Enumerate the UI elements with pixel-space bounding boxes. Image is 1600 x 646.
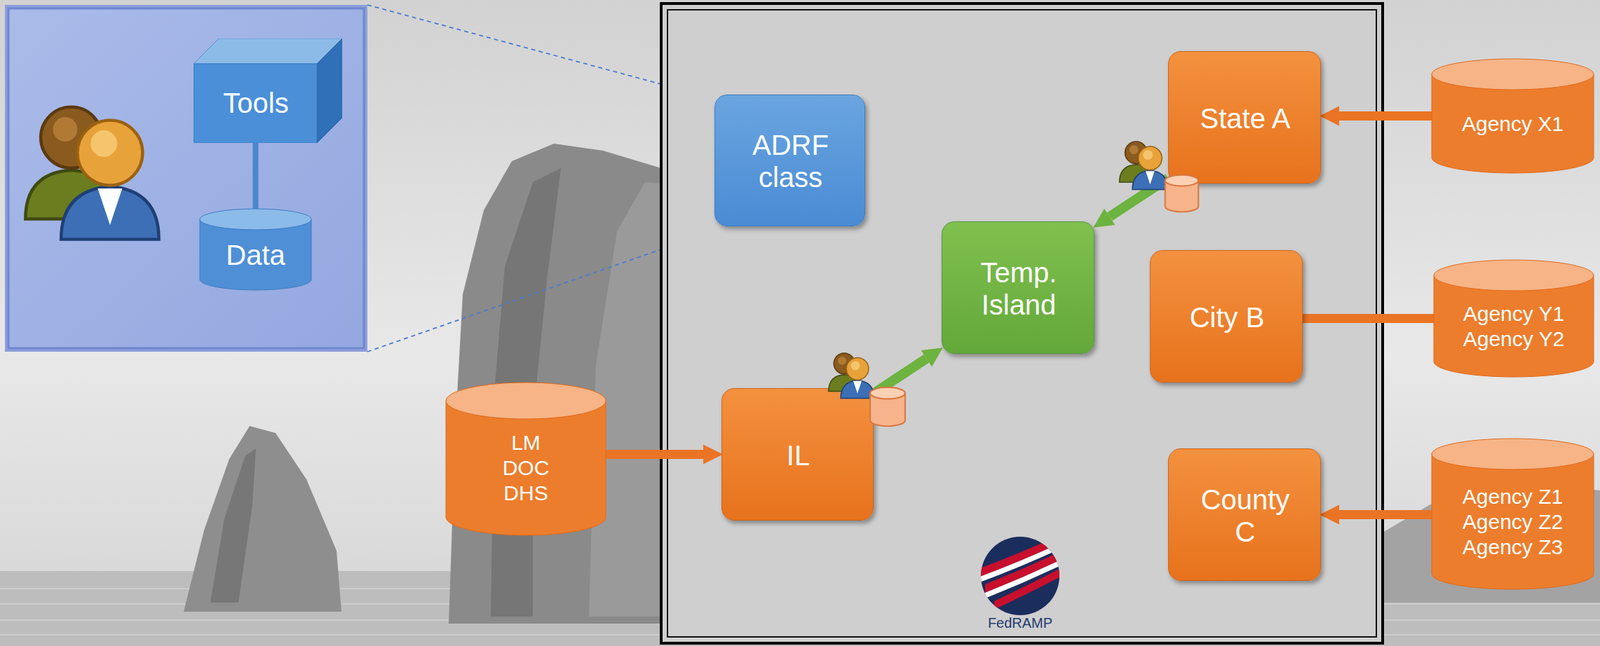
- node-label: State A: [1177, 102, 1314, 135]
- data-cylinder: Data: [199, 208, 312, 291]
- fedramp-logo: [978, 534, 1063, 610]
- node-label: LM: [452, 430, 599, 456]
- node-label: Agency Y1: [1440, 301, 1587, 327]
- node-text-group: Agency X1: [1438, 111, 1587, 137]
- fedramp-logo: [994, 567, 1063, 610]
- flow-arrow: [1339, 111, 1432, 121]
- node-text-group: IL: [730, 439, 866, 472]
- cylinder-body: [445, 401, 606, 536]
- flow-arrow: [873, 358, 927, 395]
- flow-arrow: [1339, 510, 1432, 520]
- zoom-panel: [4, 4, 368, 352]
- federal-database: LMDOCDHS: [445, 382, 606, 536]
- node-label: Agency Z1: [1438, 484, 1587, 510]
- data-icon: [870, 387, 906, 427]
- flow-arrow: [1302, 314, 1434, 324]
- cylinder-top: [199, 208, 312, 230]
- node-label: Temp. Island: [950, 256, 1087, 322]
- jurisdiction-box: State A: [1168, 51, 1321, 184]
- jurisdiction-box: IL: [721, 388, 874, 521]
- node-text-group: Agency Z1Agency Z2Agency Z3: [1438, 484, 1587, 561]
- fedramp-boundary: [667, 9, 1377, 638]
- rock-island: [210, 448, 256, 603]
- node-text-group: County C: [1192, 483, 1298, 549]
- people-icon: [25, 107, 159, 240]
- node-label: Agency Z3: [1438, 534, 1587, 561]
- cube-front: [193, 63, 317, 144]
- node-label: IL: [730, 439, 866, 472]
- people-icon: [828, 353, 875, 399]
- zoom-panel: [8, 8, 364, 349]
- agency-database: Agency Y1Agency Y2: [1433, 260, 1594, 378]
- node-text-group: City B: [1158, 301, 1296, 334]
- node-label: Agency Z2: [1438, 509, 1587, 535]
- fedramp-logo: [985, 551, 1063, 594]
- fedramp-boundary: [661, 3, 1383, 644]
- flow-arrow: [253, 143, 259, 209]
- node-label: Tools: [203, 86, 309, 120]
- fedramp-boundary: [661, 3, 1383, 644]
- agency-database: Agency X1: [1431, 58, 1594, 174]
- node-text-group: LMDOCDHS: [452, 430, 599, 507]
- island-box: Temp. Island: [941, 221, 1095, 355]
- people-icon: [1119, 141, 1169, 190]
- zoom-panel: [4, 4, 368, 352]
- node-text-group: State A: [1177, 102, 1314, 135]
- node-label: County C: [1192, 483, 1298, 549]
- rock-island: [183, 426, 342, 613]
- node-text-group: Data: [206, 238, 305, 273]
- data-icon: [1165, 175, 1199, 213]
- node-text-group: Agency Y1Agency Y2: [1440, 301, 1587, 352]
- node-label: Agency X1: [1438, 111, 1587, 137]
- flow-arrow: [1109, 178, 1169, 217]
- node-label: Data: [206, 238, 305, 273]
- node-label: DHS: [452, 480, 599, 507]
- node-text-group: ADRF class: [723, 129, 858, 194]
- node-label: Agency Y2: [1440, 326, 1587, 352]
- jurisdiction-box: County C: [1168, 448, 1321, 582]
- node-text-group: Temp. Island: [950, 256, 1087, 322]
- fedramp-logo: [978, 534, 1063, 616]
- cube-top: [193, 38, 343, 64]
- cylinder-top: [1433, 260, 1594, 291]
- node-label: ADRF class: [723, 129, 858, 194]
- cube-side: [316, 38, 343, 144]
- jurisdiction-box: City B: [1149, 250, 1303, 383]
- logo-wordmark: FedRAMP: [978, 615, 1063, 632]
- cylinder-top: [445, 382, 606, 420]
- node-label: City B: [1158, 301, 1296, 334]
- agency-database: Agency Z1Agency Z2Agency Z3: [1431, 438, 1594, 590]
- node-text-group: Tools: [203, 86, 309, 120]
- tools-cube: Tools: [193, 38, 343, 144]
- cylinder-top: [1431, 58, 1594, 90]
- cylinder-top: [1431, 438, 1594, 470]
- node-label: DOC: [452, 455, 599, 481]
- flow-arrow: [605, 450, 704, 460]
- class-box: ADRF class: [714, 94, 866, 227]
- cylinder-body: [1431, 454, 1594, 590]
